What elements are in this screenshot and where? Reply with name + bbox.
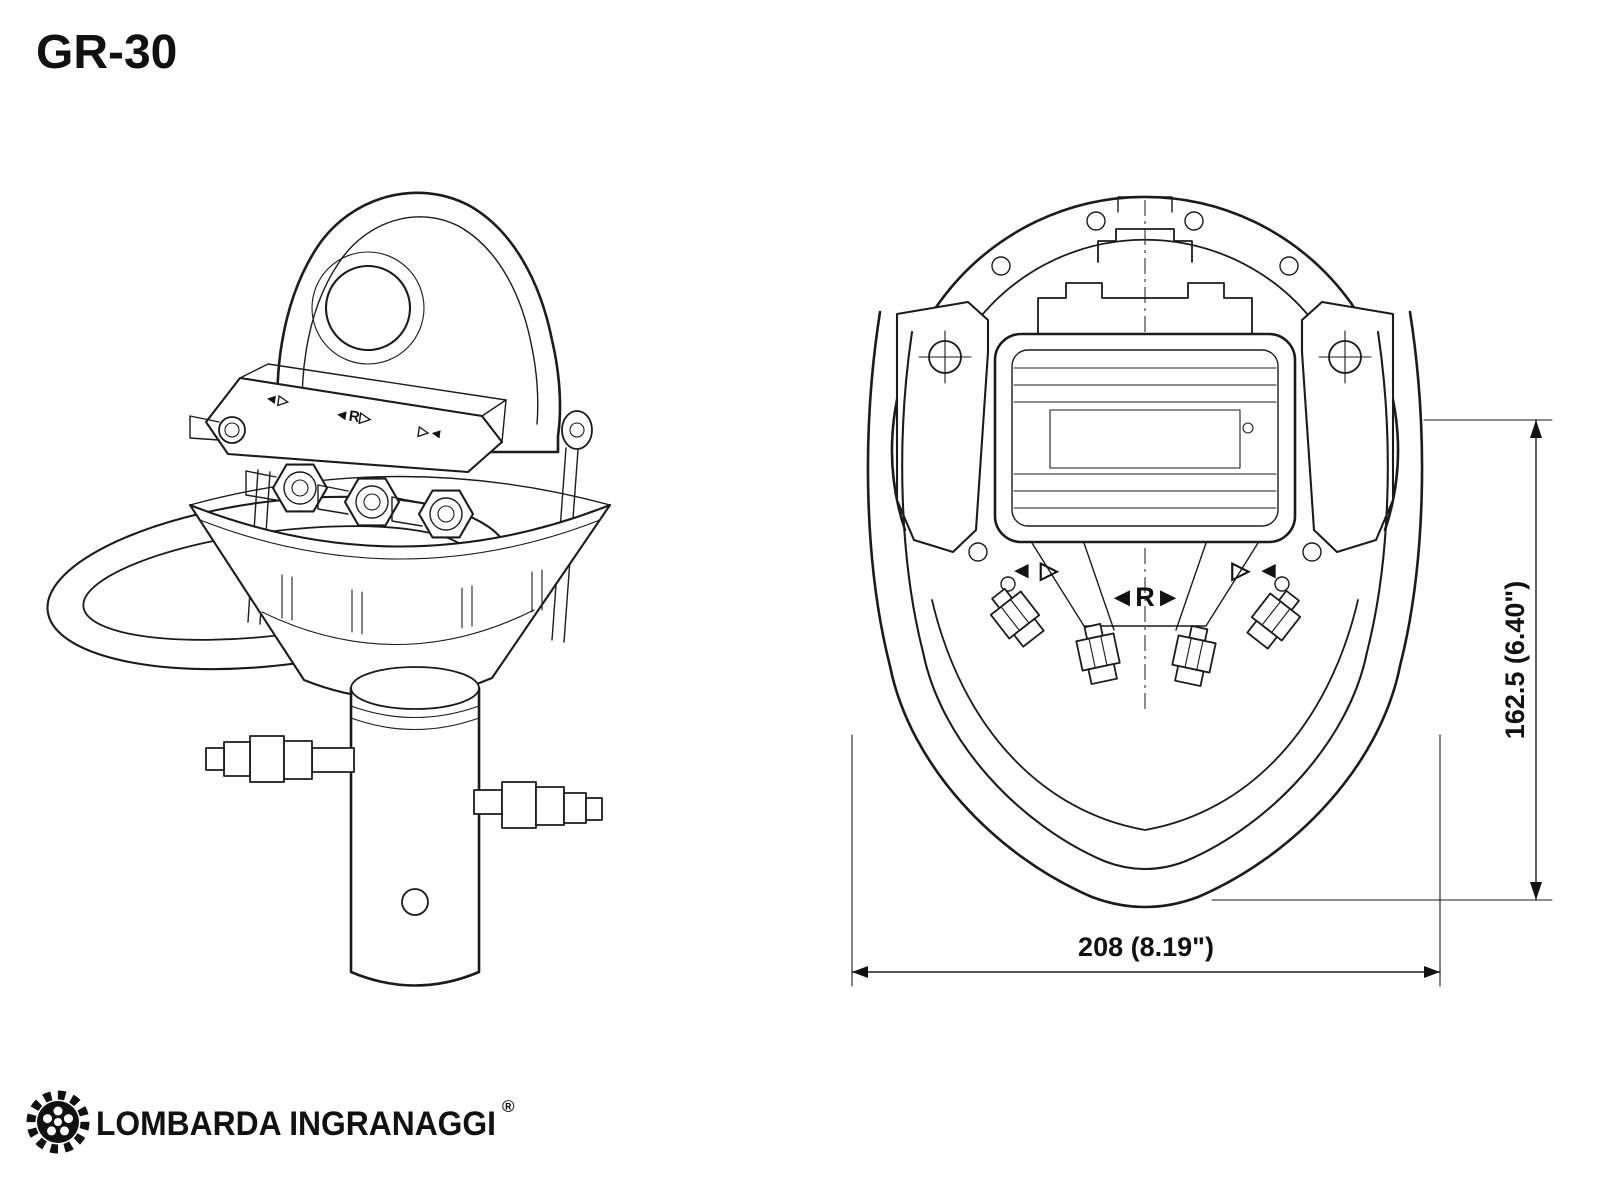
dim-arrow-right <box>1424 966 1440 978</box>
isometric-view: ◄▷ ◄R▷ ▷◄ <box>46 191 612 987</box>
height-dimension-label: 162.5 (6.40") <box>1500 581 1530 739</box>
clevis-shackle <box>276 191 593 454</box>
shackle-pin-hole <box>324 264 412 352</box>
grapple-frame <box>866 310 1424 909</box>
rotation-arrows-right: ▷ ◄ <box>1231 557 1281 584</box>
hydraulic-fittings <box>189 415 475 539</box>
pivot-pin-boss <box>561 410 593 450</box>
rotator-body <box>188 475 612 700</box>
height-dimension: 162.5 (6.40") <box>1211 419 1553 901</box>
width-dimension: 208 (8.19") <box>851 734 1441 987</box>
width-dimension-label: 208 (8.19") <box>1078 932 1214 962</box>
brand-name: LOMBARDA INGRANAGGI <box>96 1105 496 1143</box>
port-marking-1: ◄▷ <box>263 389 291 408</box>
output-shaft <box>349 666 481 987</box>
port-marking-3: ▷◄ <box>416 422 444 441</box>
front-fittings <box>989 587 1302 687</box>
fitting-small <box>189 415 246 444</box>
hose-fitting-lower-right <box>473 781 603 829</box>
bolt-hole <box>1279 256 1299 276</box>
dim-arrow-left <box>852 966 868 978</box>
bolt-hole <box>1086 211 1106 231</box>
rotation-label: ◄R► <box>1109 582 1182 612</box>
dim-arrow-up <box>1530 420 1542 438</box>
logo: LOMBARDA INGRANAGGI ® <box>26 1090 515 1154</box>
page-title: GR-30 <box>36 26 177 79</box>
fitting-2 <box>317 477 401 527</box>
rotation-arrows-left: ◄ ▷ <box>1010 557 1060 584</box>
dim-arrow-down <box>1530 882 1542 900</box>
bolt-hole <box>1184 211 1204 231</box>
housing-port <box>1242 422 1254 434</box>
shaft-pin-hole <box>401 888 429 916</box>
motor-housing <box>993 332 1297 544</box>
lower-flange: ◄ ▷ ▷ ◄ ◄R► <box>968 542 1322 631</box>
hose-fitting-lower-left <box>205 735 355 783</box>
registered-trademark: ® <box>502 1097 515 1116</box>
fitting-3 <box>391 489 475 539</box>
fitting-1 <box>245 463 329 513</box>
port-marking-2: ◄R▷ <box>333 406 374 428</box>
bolt-hole <box>991 256 1011 276</box>
valve-block: ◄▷ ◄R▷ ▷◄ <box>204 363 507 474</box>
front-view: ◄ ▷ ▷ ◄ ◄R► <box>866 195 1424 909</box>
gear-icon <box>26 1090 90 1154</box>
